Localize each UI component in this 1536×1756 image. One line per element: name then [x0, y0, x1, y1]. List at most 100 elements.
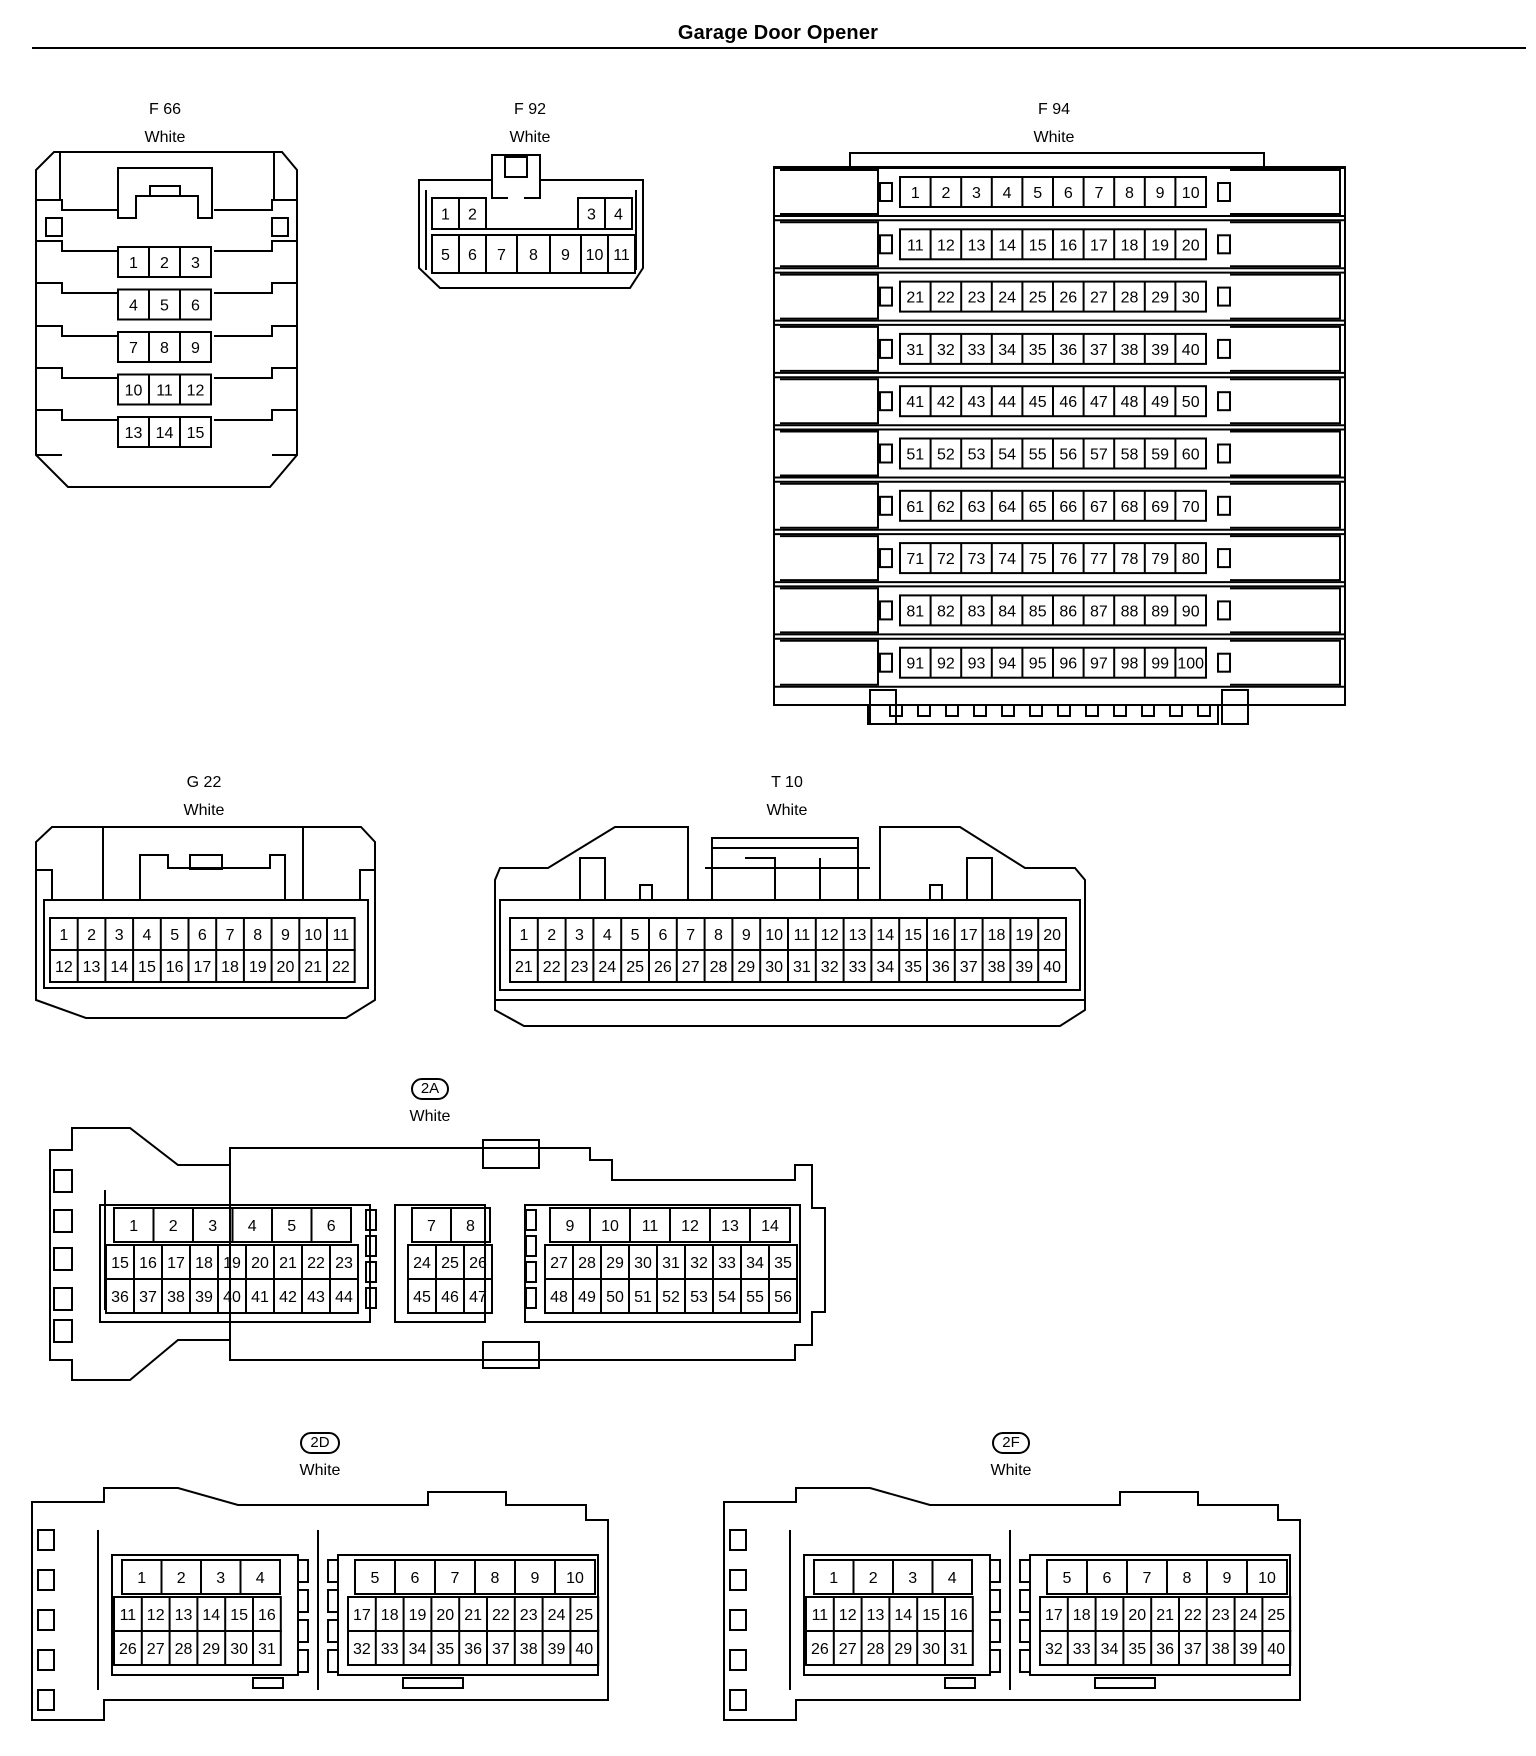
pin-16: 16 [1059, 237, 1077, 254]
row-tier [774, 376, 1345, 427]
pin-29: 29 [606, 1255, 624, 1272]
pin-31: 31 [906, 342, 924, 359]
row-tier [774, 533, 1345, 584]
connector-f66-code: F 66 [148, 101, 181, 118]
pin-2: 2 [177, 1570, 186, 1587]
pin-19: 19 [223, 1255, 241, 1272]
pin-38: 38 [1212, 1641, 1230, 1658]
side-slot [53, 1247, 73, 1271]
pin-11: 11 [794, 927, 811, 944]
pin-48: 48 [1121, 394, 1139, 411]
side-rail [36, 325, 118, 369]
pin-45: 45 [413, 1289, 431, 1306]
rib-tooth [973, 705, 987, 717]
housing-outline [35, 151, 298, 488]
pin-87: 87 [1090, 603, 1108, 620]
g22-row-pin-block [49, 949, 356, 983]
connector-g22-code: G 22 [186, 774, 222, 791]
f66-row-pin-block [117, 416, 212, 448]
tier-step [780, 482, 1341, 529]
pin-61: 61 [906, 499, 924, 516]
pin-21: 21 [464, 1607, 482, 1624]
pin-54: 54 [718, 1289, 736, 1306]
f66-row-pin-block [117, 246, 212, 278]
pin-45: 45 [1029, 394, 1047, 411]
pin-25: 25 [441, 1255, 459, 1272]
pin-37: 37 [492, 1641, 510, 1658]
pin-19: 19 [1151, 237, 1169, 254]
pin-4: 4 [248, 1218, 257, 1235]
side-slot [53, 1169, 73, 1193]
rib [966, 857, 993, 901]
pin-13: 13 [175, 1607, 193, 1624]
pin-17: 17 [193, 959, 211, 976]
row-slot [879, 234, 893, 255]
pin-68: 68 [1121, 499, 1139, 516]
pin-70: 70 [1182, 499, 1200, 516]
pin-11: 11 [333, 927, 350, 944]
pin-22: 22 [332, 959, 350, 976]
pin-38: 38 [1121, 342, 1139, 359]
pin-36: 36 [111, 1289, 129, 1306]
row-slot [1217, 391, 1231, 412]
pin-94: 94 [998, 656, 1016, 673]
pin-1: 1 [137, 1570, 146, 1587]
pin-4: 4 [256, 1570, 265, 1587]
pin-9: 9 [742, 927, 751, 944]
pin-29: 29 [894, 1641, 912, 1658]
pin-22: 22 [492, 1607, 510, 1624]
pin-6: 6 [1064, 185, 1073, 202]
pin-41: 41 [906, 394, 924, 411]
pin-19: 19 [249, 959, 267, 976]
pin-26: 26 [654, 959, 672, 976]
pin-38: 38 [520, 1641, 538, 1658]
pin-22: 22 [543, 959, 561, 976]
row-slot [1217, 443, 1231, 464]
pin-3: 3 [587, 207, 596, 224]
pin-6: 6 [198, 927, 207, 944]
pin-10: 10 [765, 927, 783, 944]
side-rail [36, 409, 118, 456]
pin-60: 60 [1182, 447, 1200, 464]
pin-40: 40 [575, 1641, 593, 1658]
side-slot [37, 1529, 55, 1551]
pin-1: 1 [129, 1218, 138, 1235]
pin-97: 97 [1090, 656, 1108, 673]
connector-t10-header: T 10 White [707, 769, 867, 825]
lock-slot [1019, 1559, 1031, 1583]
pin-21: 21 [279, 1255, 297, 1272]
side-rail [214, 282, 297, 327]
pin-53: 53 [968, 447, 986, 464]
pin-27: 27 [1090, 290, 1108, 307]
pin-3: 3 [191, 255, 200, 272]
connector-f94-color: White [1033, 129, 1075, 146]
pin-10: 10 [304, 927, 322, 944]
pin-20: 20 [1128, 1607, 1146, 1624]
row-tier [774, 323, 1345, 374]
pin-95: 95 [1029, 656, 1047, 673]
pin-20: 20 [1043, 927, 1061, 944]
pin-39: 39 [1015, 959, 1033, 976]
pin-19: 19 [409, 1607, 427, 1624]
latch-outline [705, 847, 870, 901]
row-tier [774, 271, 1345, 322]
pin-37: 37 [1090, 342, 1108, 359]
pin-26: 26 [1059, 290, 1077, 307]
side-rail [36, 199, 118, 242]
latch-detail [189, 854, 223, 870]
pin-6: 6 [327, 1218, 336, 1235]
pin-10: 10 [125, 383, 143, 400]
pin-4: 4 [614, 207, 623, 224]
pin-10: 10 [601, 1218, 619, 1235]
pin-20: 20 [436, 1607, 454, 1624]
housing-outline [494, 826, 1086, 1027]
rib-tooth [1085, 705, 1099, 717]
pin-35: 35 [1029, 342, 1047, 359]
side-rail [36, 240, 118, 284]
pin-9: 9 [281, 927, 290, 944]
pin-93: 93 [968, 656, 986, 673]
pin-35: 35 [436, 1641, 454, 1658]
pin-40: 40 [1267, 1641, 1285, 1658]
pin-8: 8 [253, 927, 262, 944]
